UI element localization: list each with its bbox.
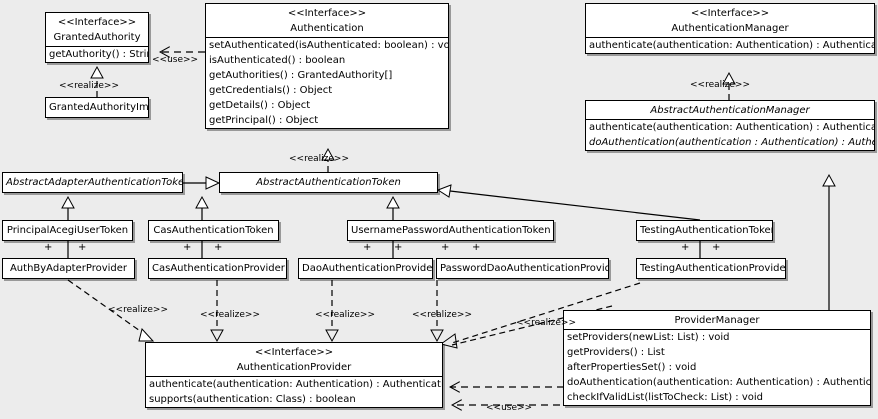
class-box-cas-authentication-token[interactable]: CasAuthenticationToken	[148, 220, 279, 241]
class-stereotype: <<Interface>>	[690, 8, 770, 19]
method-item: getProviders() : List	[567, 347, 665, 358]
class-name: AbstractAuthenticationManager	[650, 105, 810, 116]
class-name: AbstractAuthenticationToken	[256, 177, 401, 188]
class-methods-authentication-manager: authenticate(authentication: Authenticat…	[586, 38, 874, 53]
class-name: TestingAuthenticationToken	[640, 225, 773, 236]
class-stereotype: <<Interface>>	[254, 347, 334, 358]
class-header-abstract-authentication-manager: AbstractAuthenticationManager	[586, 101, 874, 119]
class-divider	[206, 37, 448, 38]
edge-label-realize-auth-by-adapter: <<realize>>	[108, 305, 168, 315]
class-name: GrantedAuthorityImpl	[49, 102, 149, 113]
edge-label-realize-cas-provider: <<realize>>	[200, 310, 260, 320]
class-divider	[46, 46, 148, 47]
multiplicity-marker: +	[441, 242, 450, 253]
class-box-abstract-authentication-token[interactable]: AbstractAuthenticationToken	[219, 172, 438, 193]
method-item: doAuthentication(authentication: Authent…	[567, 377, 871, 388]
class-box-granted-authority[interactable]: <<Interface>> GrantedAuthority getAuthor…	[45, 12, 149, 63]
class-methods-provider-manager: setProviders(newList: List) : void getPr…	[564, 330, 870, 405]
class-box-testing-authentication-token[interactable]: TestingAuthenticationToken	[636, 220, 773, 241]
class-name: Authentication	[290, 23, 364, 34]
multiplicity-marker: +	[214, 242, 223, 253]
class-header-authentication-provider: <<Interface>> AuthenticationProvider	[146, 343, 442, 376]
class-header-authentication: <<Interface>> Authentication	[206, 4, 448, 37]
method-item: doAuthentication(authentication : Authen…	[589, 137, 874, 148]
method-item: setProviders(newList: List) : void	[567, 332, 730, 343]
class-methods-authentication: setAuthenticated(isAuthenticated: boolea…	[206, 38, 448, 128]
class-box-cas-authentication-provider[interactable]: CasAuthenticationProvider	[148, 258, 287, 279]
class-divider	[146, 376, 442, 377]
class-box-auth-by-adapter-provider[interactable]: AuthByAdapterProvider	[2, 258, 135, 279]
class-name: CasAuthenticationToken	[153, 225, 274, 236]
edge-label-realize-dao-provider: <<realize>>	[315, 310, 375, 320]
class-name: AuthByAdapterProvider	[9, 263, 128, 274]
class-box-authentication-manager[interactable]: <<Interface>> AuthenticationManager auth…	[585, 3, 875, 54]
method-item: setAuthenticated(isAuthenticated: boolea…	[209, 40, 449, 51]
method-item: afterPropertiesSet() : void	[567, 362, 697, 373]
class-box-provider-manager[interactable]: ProviderManager setProviders(newList: Li…	[563, 310, 871, 406]
method-item: authenticate(authentication: Authenticat…	[589, 122, 875, 133]
class-divider	[586, 119, 874, 120]
class-name: CasAuthenticationProvider	[152, 263, 285, 274]
class-methods-abstract-authentication-manager: authenticate(authentication: Authenticat…	[586, 120, 874, 150]
class-box-granted-authority-impl[interactable]: GrantedAuthorityImpl	[45, 97, 149, 118]
method-item: isAuthenticated() : boolean	[209, 55, 346, 66]
class-box-dao-authentication-provider[interactable]: DaoAuthenticationProvider	[298, 258, 433, 279]
class-name: AuthenticationManager	[671, 23, 789, 34]
edge-label-realize-granted-authority-impl: <<realize>>	[59, 81, 119, 91]
class-methods-granted-authority: getAuthority() : String	[46, 47, 148, 62]
method-item: supports(authentication: Class) : boolea…	[149, 394, 356, 405]
class-name: TestingAuthenticationProvider	[640, 263, 786, 274]
edge-label-use-provider-manager: <<use>>	[486, 403, 533, 413]
class-name: PasswordDaoAuthenticationProvider	[440, 263, 609, 274]
class-divider	[564, 329, 870, 330]
edge-label-realize-password-dao-provider: <<realize>>	[412, 310, 472, 320]
class-name: UsernamePasswordAuthenticationToken	[351, 225, 551, 236]
multiplicity-marker: +	[363, 242, 372, 253]
method-item: getAuthorities() : GrantedAuthority[]	[209, 70, 393, 81]
multiplicity-marker: +	[183, 242, 192, 253]
class-header-authentication-manager: <<Interface>> AuthenticationManager	[586, 4, 874, 37]
class-box-username-password-authentication-token[interactable]: UsernamePasswordAuthenticationToken	[347, 220, 554, 241]
class-name: ProviderManager	[674, 315, 760, 326]
class-header-provider-manager: ProviderManager	[564, 311, 870, 329]
multiplicity-marker: +	[394, 242, 403, 253]
class-methods-authentication-provider: authenticate(authentication: Authenticat…	[146, 377, 442, 407]
multiplicity-marker: +	[472, 242, 481, 253]
edge-label-realize-abstract-authentication-token: <<realize>>	[289, 154, 349, 164]
class-box-password-dao-authentication-provider[interactable]: PasswordDaoAuthenticationProvider	[436, 258, 609, 279]
class-box-authentication-provider[interactable]: <<Interface>> AuthenticationProvider aut…	[145, 342, 443, 408]
class-name: DaoAuthenticationProvider	[302, 263, 433, 274]
edge-label-realize-abstract-authentication-manager: <<realize>>	[690, 80, 750, 90]
method-item: getCredentials() : Object	[209, 85, 333, 96]
multiplicity-marker: +	[44, 242, 53, 253]
multiplicity-marker: +	[681, 242, 690, 253]
class-name: PrincipalAcegiUserToken	[6, 225, 129, 236]
class-box-abstract-authentication-manager[interactable]: AbstractAuthenticationManager authentica…	[585, 100, 875, 151]
class-box-abstract-adapter-authentication-token[interactable]: AbstractAdapterAuthenticationToken	[2, 172, 183, 193]
class-box-authentication[interactable]: <<Interface>> Authentication setAuthenti…	[205, 3, 449, 129]
edge-label-use-authentication-granted-authority: <<use>>	[152, 55, 199, 65]
method-item: getAuthority() : String	[49, 49, 149, 60]
class-box-testing-authentication-provider[interactable]: TestingAuthenticationProvider	[636, 258, 786, 279]
edge-label-realize-provider-manager: <<realize>>	[516, 318, 576, 328]
class-box-principal-acegi-user-token[interactable]: PrincipalAcegiUserToken	[2, 220, 133, 241]
multiplicity-marker: +	[712, 242, 721, 253]
method-item: getDetails() : Object	[209, 100, 311, 111]
class-divider	[586, 37, 874, 38]
class-stereotype: <<Interface>>	[57, 17, 137, 28]
method-item: getPrincipal() : Object	[209, 115, 319, 126]
method-item: authenticate(authentication: Authenticat…	[589, 40, 875, 51]
class-name: GrantedAuthority	[53, 32, 141, 43]
class-stereotype: <<Interface>>	[287, 8, 367, 19]
multiplicity-marker: +	[78, 242, 87, 253]
method-item: checkIfValidList(listToCheck: List) : vo…	[567, 392, 764, 403]
class-name: AuthenticationProvider	[236, 362, 352, 373]
class-name: AbstractAdapterAuthenticationToken	[6, 177, 183, 188]
method-item: authenticate(authentication: Authenticat…	[149, 379, 443, 390]
class-header-granted-authority: <<Interface>> GrantedAuthority	[46, 13, 148, 46]
